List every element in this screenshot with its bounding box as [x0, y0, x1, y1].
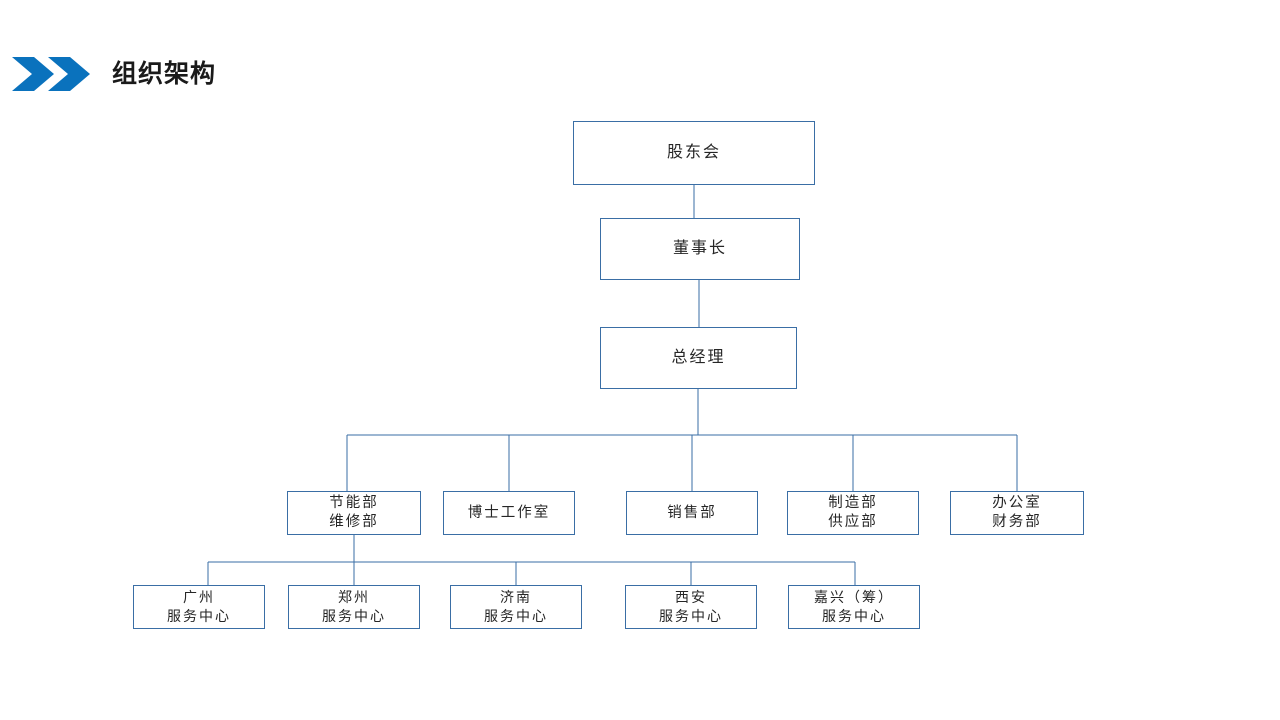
- node-label-line2: 服务中心: [484, 608, 548, 624]
- double-chevron-right-icon: [12, 57, 90, 91]
- node-label-line1: 郑州: [338, 589, 370, 605]
- node-doctoral-studio[interactable]: 博士工作室: [443, 491, 575, 535]
- node-office-finance[interactable]: 办公室 财务部: [950, 491, 1084, 535]
- node-label-line2: 服务中心: [322, 608, 386, 624]
- node-label-line2: 供应部: [828, 514, 878, 530]
- node-label-line1: 济南: [500, 589, 532, 605]
- node-jiaxing-service-center[interactable]: 嘉兴（筹） 服务中心: [788, 585, 920, 629]
- node-label: 董事长: [672, 240, 727, 257]
- node-label-line1: 销售部: [667, 504, 717, 521]
- node-zhengzhou-service-center[interactable]: 郑州 服务中心: [288, 585, 420, 629]
- node-label-line2: 维修部: [329, 514, 379, 530]
- node-xian-service-center[interactable]: 西安 服务中心: [625, 585, 757, 629]
- slide-header: 组织架构: [0, 48, 1280, 100]
- node-label-line2: 服务中心: [659, 608, 723, 624]
- node-label-line2: 服务中心: [822, 608, 886, 624]
- node-label-line2: 财务部: [992, 514, 1042, 530]
- node-label-line2: 服务中心: [167, 608, 231, 624]
- node-label-line1: 广州: [183, 589, 215, 605]
- node-general-manager[interactable]: 总经理: [600, 327, 797, 389]
- node-jinan-service-center[interactable]: 济南 服务中心: [450, 585, 582, 629]
- node-sales[interactable]: 销售部: [626, 491, 758, 535]
- node-chairman[interactable]: 董事长: [600, 218, 800, 280]
- node-label: 股东会: [666, 144, 721, 161]
- node-manufacturing-supply[interactable]: 制造部 供应部: [787, 491, 919, 535]
- node-label-line1: 西安: [675, 589, 707, 605]
- node-guangzhou-service-center[interactable]: 广州 服务中心: [133, 585, 265, 629]
- node-label-line1: 博士工作室: [467, 504, 551, 521]
- node-label: 总经理: [671, 349, 726, 366]
- node-label-line1: 嘉兴（筹）: [814, 589, 894, 605]
- page-title: 组织架构: [112, 60, 217, 88]
- node-label-line1: 制造部: [828, 495, 878, 511]
- node-label-line1: 节能部: [329, 495, 379, 511]
- node-energy-maintenance[interactable]: 节能部 维修部: [287, 491, 421, 535]
- node-shareholders[interactable]: 股东会: [573, 121, 815, 185]
- node-label-line1: 办公室: [992, 495, 1042, 511]
